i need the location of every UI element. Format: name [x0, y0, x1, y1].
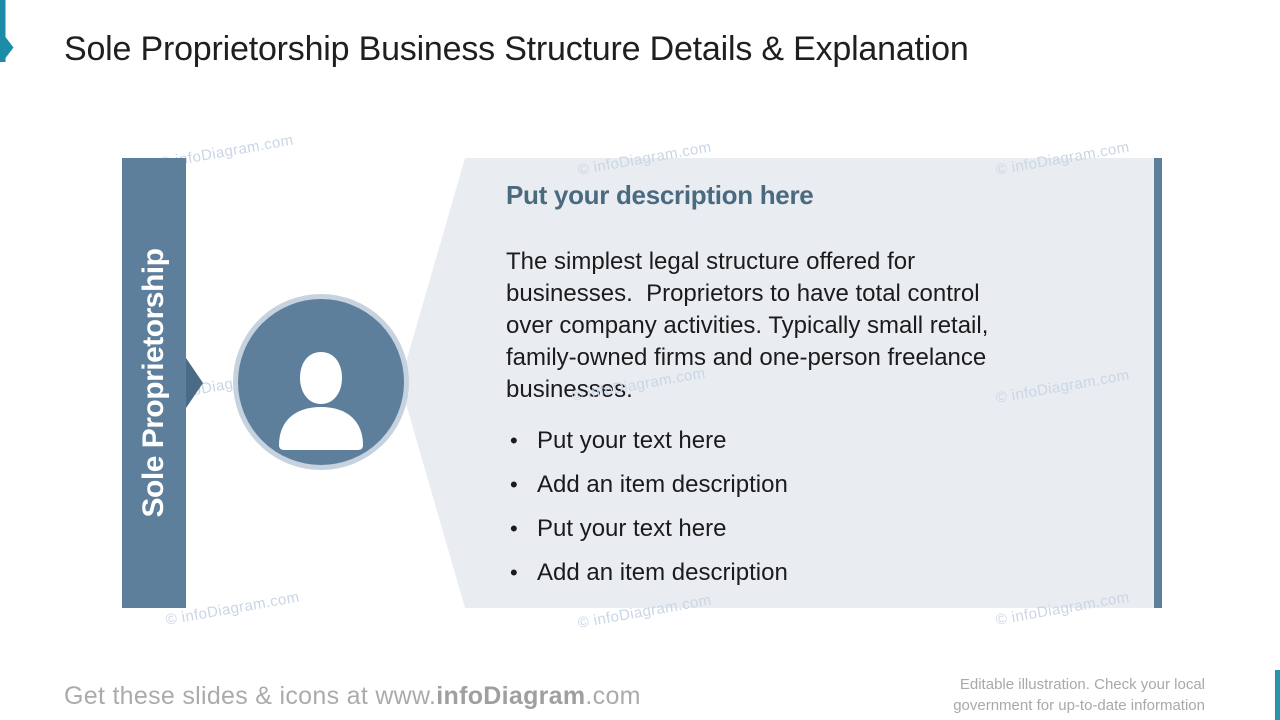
category-label: Sole Proprietorship — [137, 248, 170, 518]
bullet-item: Add an item description — [506, 469, 1066, 501]
bullet-item: Put your text here — [506, 513, 1066, 545]
corner-accent — [1275, 670, 1280, 720]
panel-right-edge — [1154, 158, 1162, 608]
footer-promo: Get these slides & icons at www.infoDiag… — [64, 682, 641, 711]
footer-brand: infoDiagram — [436, 682, 586, 710]
page-title: Sole Proprietorship Business Structure D… — [64, 30, 969, 68]
footer-promo-prefix: Get these slides & icons at www. — [64, 682, 437, 710]
panel-description: The simplest legal structure offered for… — [506, 248, 989, 403]
bullet-item: Add an item description — [506, 557, 1066, 589]
category-bar: Sole Proprietorship — [122, 158, 186, 608]
right-arrow-icon — [186, 358, 203, 408]
description-panel: Put your description here The simplest l… — [400, 158, 1162, 608]
footer-note: Editable illustration. Check your local … — [953, 676, 1205, 714]
person-icon — [279, 352, 363, 450]
bullet-list: Put your text here Add an item descripti… — [506, 425, 1066, 601]
bookmark-ribbon-icon — [0, 0, 14, 62]
person-avatar — [233, 294, 409, 470]
panel-heading: Put your description here — [506, 180, 814, 210]
bullet-item: Put your text here — [506, 425, 1066, 457]
footer-promo-suffix: .com — [585, 682, 641, 710]
